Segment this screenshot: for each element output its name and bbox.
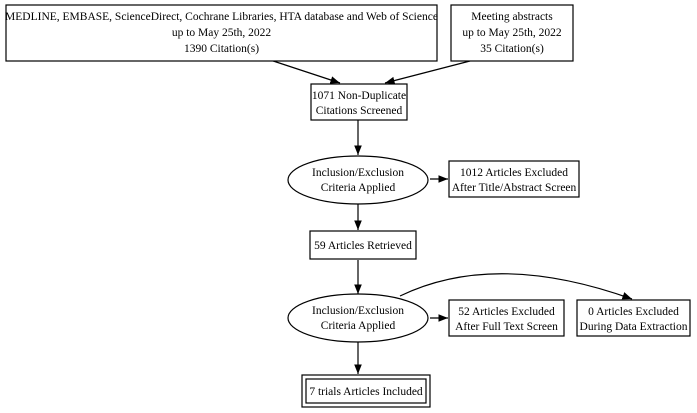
node-articles-retrieved: 59 Articles Retrieved	[309, 230, 417, 260]
screened-line-1: 1071 Non-Duplicate	[312, 90, 406, 102]
node-excluded-full-text: 52 Articles Excluded After Full Text Scr…	[448, 299, 565, 337]
databases-line-1: MEDLINE, EMBASE, ScienceDirect, Cochrane…	[5, 11, 438, 23]
edge-criteria2-to-excluded-extraction	[399, 273, 633, 300]
abstracts-line-3: 35 Citation(s)	[480, 43, 544, 55]
abstracts-line-1: Meeting abstracts	[471, 11, 553, 23]
excluded-title-line-1: 1012 Articles Excluded	[460, 167, 568, 179]
node-citations-screened: 1071 Non-Duplicate Citations Screened	[310, 83, 408, 121]
node-criteria-applied-2: Inclusion/Exclusion Criteria Applied	[287, 293, 429, 343]
criteria2-line-1: Inclusion/Exclusion	[312, 305, 404, 317]
abstracts-line-2: up to May 25th, 2022	[462, 27, 562, 39]
included-line-1: 7 trials Articles Included	[309, 386, 423, 398]
node-meeting-abstracts: Meeting abstracts up to May 25th, 2022 3…	[450, 4, 574, 62]
criteria1-line-1: Inclusion/Exclusion	[312, 167, 404, 179]
node-excluded-title-abstract: 1012 Articles Excluded After Title/Abstr…	[448, 160, 580, 198]
edge-abstracts-to-screened	[384, 60, 471, 85]
criteria2-line-2: Criteria Applied	[321, 320, 396, 332]
node-databases: MEDLINE, EMBASE, ScienceDirect, Cochrane…	[5, 4, 438, 62]
excluded-extraction-line-2: During Data Extraction	[580, 321, 688, 333]
excluded-extraction-line-1: 0 Articles Excluded	[588, 306, 679, 318]
node-excluded-data-extraction: 0 Articles Excluded During Data Extracti…	[576, 299, 691, 337]
databases-line-3: 1390 Citation(s)	[184, 43, 259, 55]
retrieved-line-1: 59 Articles Retrieved	[314, 240, 412, 252]
criteria1-line-2: Criteria Applied	[321, 182, 396, 194]
screened-line-2: Citations Screened	[316, 105, 403, 117]
node-articles-included: 7 trials Articles Included	[301, 374, 431, 408]
excluded-fulltext-line-1: 52 Articles Excluded	[458, 306, 555, 318]
excluded-title-line-2: After Title/Abstract Screen	[452, 182, 577, 194]
databases-line-2: up to May 25th, 2022	[172, 27, 272, 39]
node-criteria-applied-1: Inclusion/Exclusion Criteria Applied	[287, 155, 429, 205]
excluded-fulltext-line-2: After Full Text Screen	[455, 321, 558, 333]
